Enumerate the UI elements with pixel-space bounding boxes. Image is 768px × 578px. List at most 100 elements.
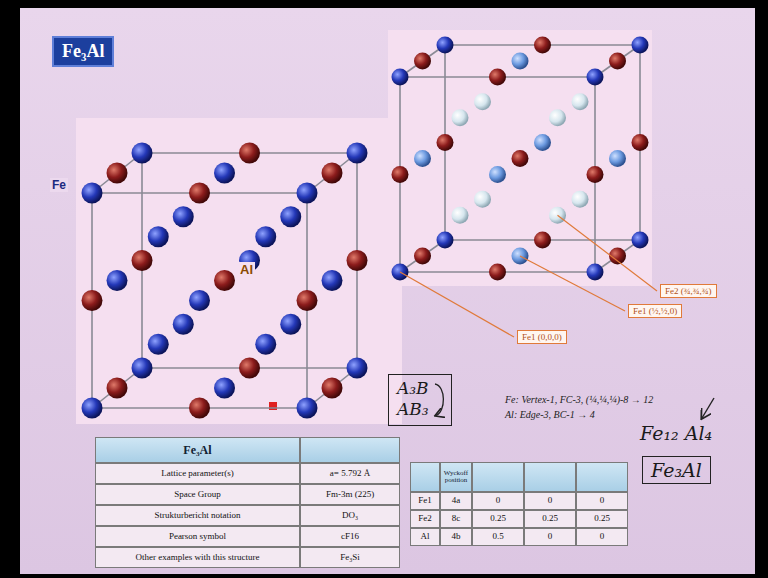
table-cell: 0.25 — [524, 510, 576, 528]
leader-line — [558, 215, 658, 291]
handwritten-box: Fe₃Al — [642, 456, 711, 484]
node-text: Fe₃Al — [651, 459, 702, 481]
table-cell — [300, 437, 400, 463]
table-cell: 0.25 — [576, 510, 628, 528]
handwritten-box: A₃BAB₃ — [388, 374, 452, 426]
leader-line — [520, 256, 625, 311]
atom — [82, 290, 103, 311]
table-cell: Other examples with this structure — [95, 547, 300, 568]
node-text: Fe2 (¾,¾,¾) — [665, 286, 712, 296]
atom — [587, 264, 604, 281]
atom — [107, 270, 128, 291]
atom — [322, 270, 343, 291]
callout-box: Fe2 (¾,¾,¾) — [660, 284, 717, 298]
note-text: Fe₁₂ Al₄ — [640, 422, 712, 444]
atom — [189, 398, 210, 419]
atom — [255, 226, 276, 247]
atom — [347, 143, 368, 164]
table-cell: DO₃ — [300, 505, 400, 526]
atom — [414, 150, 431, 167]
atom — [239, 143, 260, 164]
atom — [107, 163, 128, 184]
hand-arrow — [702, 398, 714, 418]
atom — [280, 206, 301, 227]
table-cell: Fe1 — [410, 492, 440, 510]
table-cell: 0.25 — [472, 510, 524, 528]
note-text: Al: Edge-3, BC-1 → 4 — [505, 409, 595, 420]
table-cell: 0 — [576, 492, 628, 510]
hand-circle — [443, 492, 469, 510]
leader-lines — [400, 215, 657, 337]
atom-label: Fe — [50, 178, 68, 192]
atom — [474, 93, 491, 110]
atom — [632, 232, 649, 249]
hand-circle — [328, 528, 372, 546]
table-cell: 8c — [440, 510, 472, 528]
atom — [489, 69, 506, 86]
cube-panel — [388, 30, 652, 286]
callout-box: Fe1 (0,0,0) — [517, 330, 567, 344]
atom — [609, 53, 626, 70]
table-cell: 0 — [524, 528, 576, 546]
atom — [452, 207, 469, 224]
cube-panel — [76, 118, 402, 424]
atom — [587, 69, 604, 86]
atom — [572, 191, 589, 208]
table-cell — [524, 462, 576, 492]
atom — [534, 232, 551, 249]
table-cell: 0 — [524, 492, 576, 510]
atom — [214, 270, 235, 291]
table-cell: Wyckoff position — [440, 462, 472, 492]
node-text: Fe1 (½,½,0) — [633, 306, 677, 316]
leader-line — [400, 272, 514, 337]
table-cell: Space Group — [95, 484, 300, 505]
atom — [82, 398, 103, 419]
atom — [322, 163, 343, 184]
atom — [280, 314, 301, 335]
atom — [534, 37, 551, 54]
atom — [392, 166, 409, 183]
atom — [189, 183, 210, 204]
atom — [534, 134, 551, 151]
table-cell: Fe₃Si — [300, 547, 400, 568]
table-cell: 0 — [576, 528, 628, 546]
atom — [82, 183, 103, 204]
atom — [452, 109, 469, 126]
atom — [437, 232, 454, 249]
table-cell: 0 — [472, 492, 524, 510]
atom — [474, 191, 491, 208]
table-cell: Strukturbericht notation — [95, 505, 300, 526]
hand-circle — [443, 510, 469, 528]
table-cell: Fm-3m (225) — [300, 484, 400, 505]
note-text: Fe: Vertex-1, FC-3, (¼,¼,¼)-8 → 12 — [505, 394, 653, 405]
atom — [297, 398, 318, 419]
atom — [255, 334, 276, 355]
atom — [322, 378, 343, 399]
table-cell — [472, 462, 524, 492]
atom — [632, 134, 649, 151]
table-cell: Fe2 — [410, 510, 440, 528]
atom — [189, 290, 210, 311]
table-cell: cF16 — [300, 526, 400, 547]
atom — [173, 206, 194, 227]
atom — [549, 109, 566, 126]
atom — [437, 134, 454, 151]
atom — [632, 37, 649, 54]
table-cell: 4b — [440, 528, 472, 546]
atom — [132, 143, 153, 164]
atom — [437, 37, 454, 54]
atom — [239, 358, 260, 379]
atom — [587, 166, 604, 183]
atom — [297, 290, 318, 311]
table-cell: 4a — [440, 492, 472, 510]
atom — [148, 334, 169, 355]
atom — [414, 53, 431, 70]
hand-arrow — [432, 378, 448, 424]
unit-cell — [392, 37, 649, 281]
atom — [414, 248, 431, 265]
table-cell: a= 5.792 Å — [300, 463, 400, 484]
callout-box: Fe1 (½,½,0) — [628, 304, 682, 318]
atom-label: Al — [238, 262, 255, 277]
atom — [148, 226, 169, 247]
atom — [392, 69, 409, 86]
